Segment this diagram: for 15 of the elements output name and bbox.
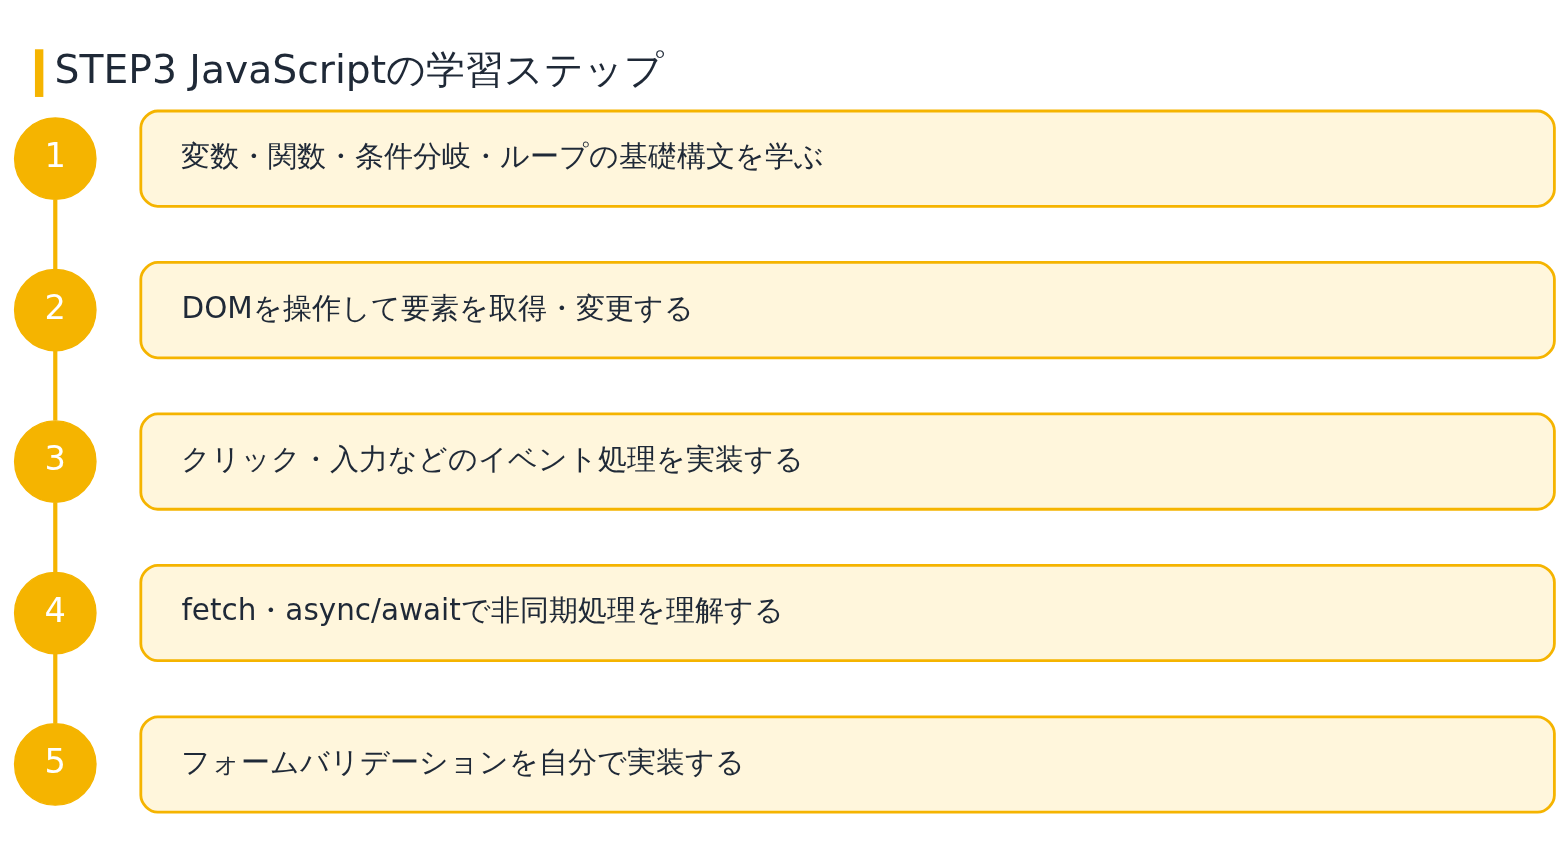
node-box: フォームバリデーションを自分で実装する [138,715,1556,814]
node-circle: 4 [13,571,97,655]
connector [52,350,57,421]
connector [52,653,57,724]
node-circle: 1 [13,117,97,201]
connector [52,199,57,270]
node-box: DOMを操作して要素を取得・変更する [138,261,1556,360]
node-circle: 3 [13,420,97,503]
node-circle: 2 [13,268,97,352]
node-box: クリック・入力などのイベント処理を実装する [138,412,1556,511]
node-circle: 5 [13,723,97,806]
node-box: fetch・async/awaitで非同期処理を理解する [138,563,1556,663]
diagram-title: STEP3 JavaScriptの学習ステップ [54,46,664,92]
node-box: 変数・関数・条件分岐・ループの基礎構文を学ぶ [138,109,1556,208]
connector [52,502,57,572]
